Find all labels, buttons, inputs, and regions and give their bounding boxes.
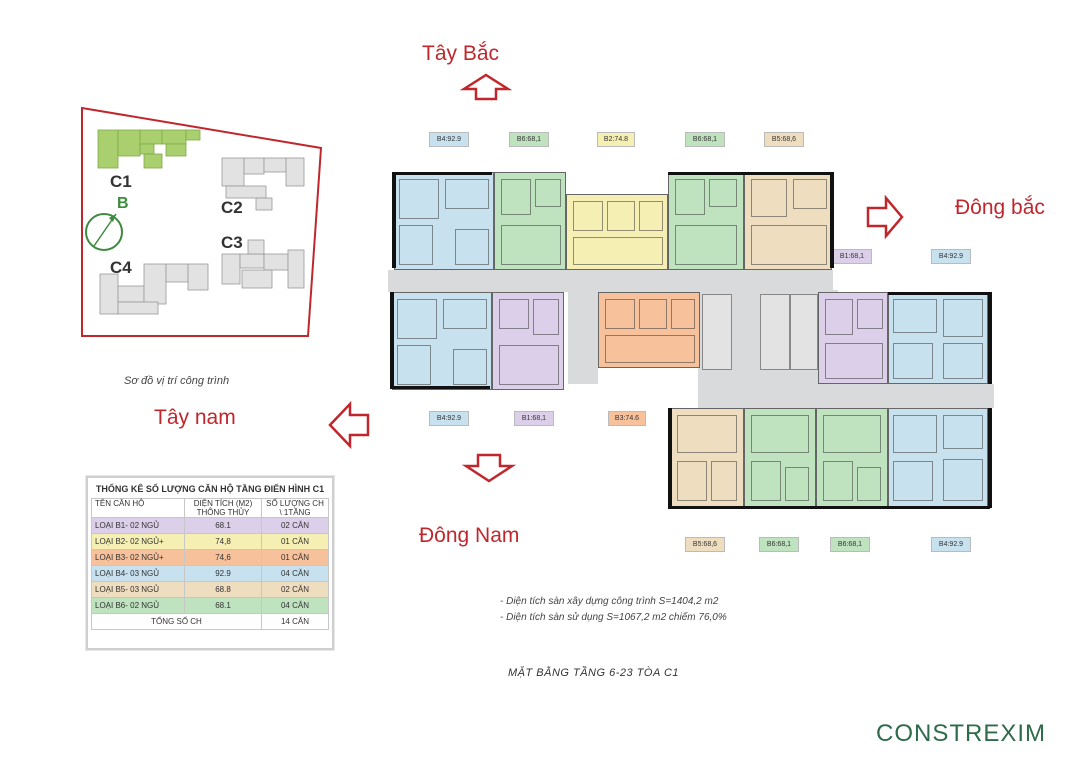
stats-cell-count: 02 CĂN [261,581,329,598]
arrow-down-icon [462,453,516,483]
stats-table-title: THỐNG KÊ SỐ LƯỢNG CĂN HỘ TẦNG ĐIỂN HÌNH … [95,484,325,494]
unit-tag: B4:92.9 [429,132,469,147]
stats-cell-name: LOẠI B1- 02 NGỦ [91,517,185,534]
unit-tag: B1:68,1 [514,411,554,426]
stats-cell-name: LOẠI B2- 02 NGỦ+ [91,533,185,550]
stats-cell-count: 04 CĂN [261,597,329,614]
stats-cell-area: 74,8 [184,533,262,550]
site-label-c4: C4 [110,258,132,277]
unit-tag: B4:92.9 [429,411,469,426]
table-row: LOẠI B3- 02 NGỦ+ 74,6 01 CĂN [91,549,329,566]
site-label-b: B [117,195,129,212]
site-label-c2: C2 [221,198,243,217]
table-row: LOẠI B1- 02 NGỦ 68.1 02 CĂN [91,517,329,534]
unit-tag: B6:68,1 [759,537,799,552]
stats-cell-count: 04 CĂN [261,565,329,582]
stats-cell-name: LOẠI B5- 03 NGỦ [91,581,185,598]
unit-tag: B5:68,6 [685,537,725,552]
table-row: LOẠI B6- 02 NGỦ 68.1 04 CĂN [91,597,329,614]
stats-cell-area: 68.1 [184,597,262,614]
stats-cell-count: 01 CĂN [261,549,329,566]
unit-tag: B6:68,1 [830,537,870,552]
arrow-right-icon [866,194,904,240]
note-construction-area: - Diện tích sàn xây dựng công trình S=14… [500,596,719,607]
table-row-total: TỔNG SỐ CH 14 CĂN [91,613,329,630]
stats-header-count: SỐ LƯỢNG CH \ 1TẦNG [261,498,329,518]
stats-cell-count: 02 CĂN [261,517,329,534]
direction-southwest-label: Tây nam [154,406,236,429]
unit-tag: B4:92.9 [931,537,971,552]
direction-northeast-label: Đông bắc [955,196,1045,219]
floor-plan [388,170,994,512]
direction-southeast-label: Đông Nam [419,524,520,547]
site-label-c3: C3 [221,233,243,252]
direction-northwest-label: Tây Bắc [422,42,500,65]
stats-cell-area: 92.9 [184,565,262,582]
stats-cell-name: LOẠI B4- 03 NGỦ [91,565,185,582]
note-usable-area: - Diện tích sàn sử dụng S=1067,2 m2 chiế… [500,612,727,623]
stats-cell-area: 74,6 [184,549,262,566]
table-row: LOẠI B4- 03 NGỦ 92.9 04 CĂN [91,565,329,582]
plan-title: MẶT BẰNG TẦNG 6-23 TÒA C1 [508,667,680,679]
table-row: LOẠI B5- 03 NGỦ 68.8 02 CĂN [91,581,329,598]
unit-tag: B4:92.9 [931,249,971,264]
stats-cell-area: 68.8 [184,581,262,598]
stats-cell-area: 68.1 [184,517,262,534]
unit-tag: B2:74.8 [597,132,635,147]
stats-cell-name: LOẠI B6- 02 NGỦ [91,597,185,614]
site-plan-caption: Sơ đồ vị trí công trình [124,375,230,387]
stats-cell-name: LOẠI B3- 02 NGỦ+ [91,549,185,566]
stats-total-label: TỔNG SỐ CH [91,613,262,630]
site-label-c1: C1 [110,172,132,191]
stats-total-value: 14 CĂN [261,613,329,630]
site-plan-map [81,106,323,337]
stats-header-area: DIỆN TÍCH (M2) THÔNG THỦY [184,498,262,518]
unit-tag: B3:74.6 [608,411,646,426]
unit-tag: B6:68,1 [685,132,725,147]
stats-table: THỐNG KÊ SỐ LƯỢNG CĂN HỘ TẦNG ĐIỂN HÌNH … [86,476,334,650]
arrow-up-icon [459,73,513,101]
unit-tag: B6:68,1 [509,132,549,147]
unit-tag: B5:68,6 [764,132,804,147]
logo: CONSTREXIM [876,720,1047,747]
stats-header-name: TÊN CĂN HỘ [91,498,185,518]
arrow-left-icon [328,400,370,450]
unit-tag: B1:68,1 [832,249,872,264]
stats-cell-count: 01 CĂN [261,533,329,550]
table-row: LOẠI B2- 02 NGỦ+ 74,8 01 CĂN [91,533,329,550]
